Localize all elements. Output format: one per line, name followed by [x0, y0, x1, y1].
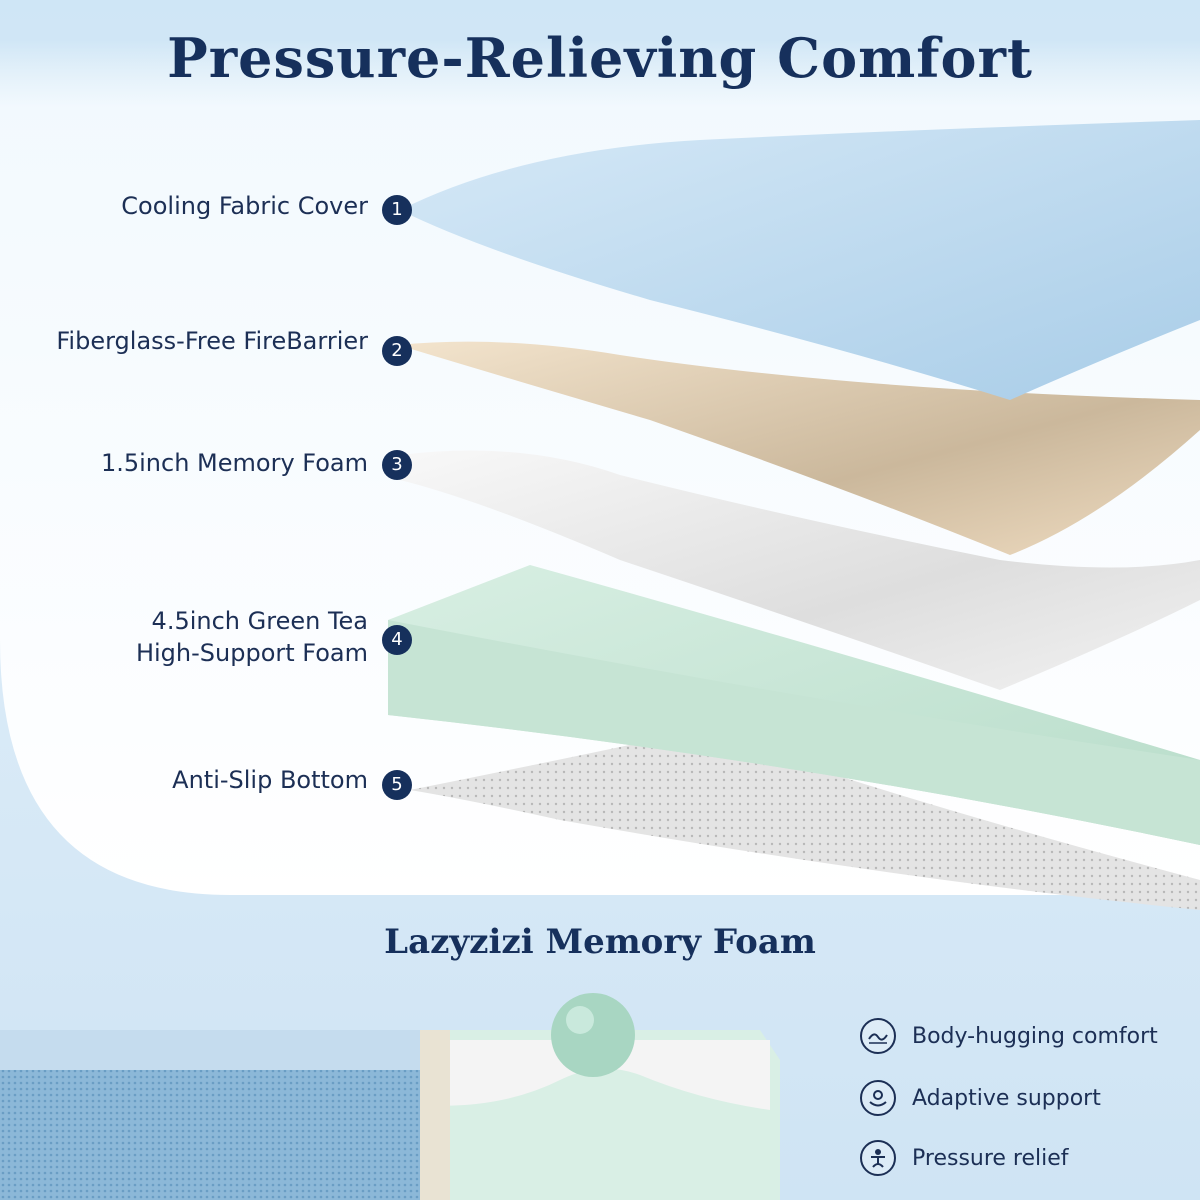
- layer-badge-4: 4: [382, 625, 412, 655]
- layer-badge-1: 1: [382, 195, 412, 225]
- page-title: Pressure-Relieving Comfort: [167, 26, 1033, 90]
- pressure-relief-icon: [860, 1140, 896, 1176]
- layer-label-4-line2: High-Support Foam: [135, 639, 368, 667]
- layer-badge-3: 3: [382, 450, 412, 480]
- layer-badge-5: 5: [382, 770, 412, 800]
- layer-badge-2: 2: [382, 336, 412, 366]
- feature-body-hugging: Body-hugging comfort: [860, 1016, 1158, 1056]
- feature-label: Pressure relief: [912, 1145, 1069, 1171]
- body-hugging-icon: [860, 1018, 896, 1054]
- layer-label-4-line1: 4.5inch Green Tea: [151, 607, 368, 635]
- product-subtitle: Lazyzizi Memory Foam: [384, 922, 816, 962]
- layer-label-5: Anti-Slip Bottom: [172, 766, 368, 794]
- layer-label-4: 4.5inch Green Tea High-Support Foam: [136, 605, 368, 669]
- feature-label: Adaptive support: [912, 1085, 1101, 1111]
- layer-label-1: Cooling Fabric Cover: [121, 192, 368, 220]
- adaptive-support-icon: [860, 1080, 896, 1116]
- layer-label-2: Fiberglass-Free FireBarrier: [56, 327, 368, 355]
- feature-label: Body-hugging comfort: [912, 1023, 1158, 1049]
- feature-pressure-relief: Pressure relief: [860, 1138, 1069, 1178]
- layer-label-3: 1.5inch Memory Foam: [100, 449, 368, 477]
- feature-adaptive-support: Adaptive support: [860, 1078, 1101, 1118]
